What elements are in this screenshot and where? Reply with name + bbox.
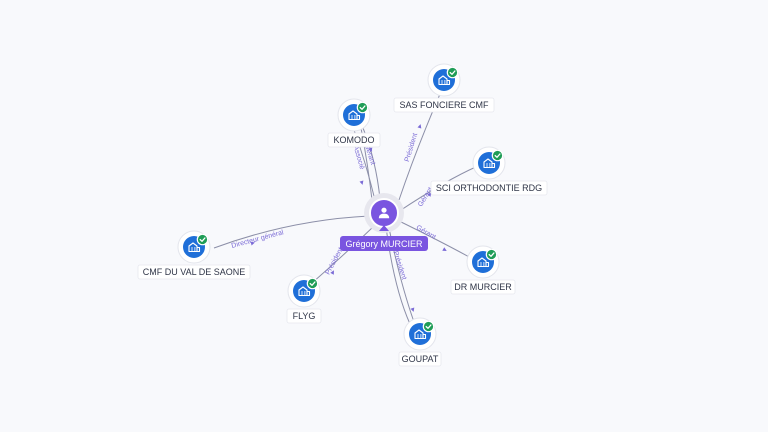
relation-edge-label: Président [325, 247, 345, 276]
relation-edge-arrow [427, 192, 432, 197]
verified-check-icon [422, 320, 435, 333]
verified-check-icon [196, 233, 209, 246]
building-icon [188, 242, 201, 253]
company-node-label-background [286, 308, 322, 324]
company-node-label-background [393, 97, 495, 113]
relation-edge-arrow [368, 147, 373, 152]
relation-edge-arrow [359, 180, 364, 185]
company-node-label: KOMODO [333, 135, 374, 145]
company-node-label-background [398, 351, 442, 367]
building-icon [414, 329, 427, 340]
company-node[interactable]: CMF DU VAL DE SAONE [137, 230, 251, 280]
relation-edge-line [396, 219, 472, 259]
building-icon [438, 75, 451, 86]
center-node[interactable]: Grégory MURCIER [340, 193, 428, 251]
relation-edge-label: Président [392, 250, 408, 280]
relation-edge-arrow [330, 270, 334, 275]
verified-check-icon [446, 66, 459, 79]
center-node-label-background [340, 236, 428, 251]
company-node[interactable]: DR MURCIER [450, 245, 516, 295]
company-node-label: GOUPAT [402, 354, 439, 364]
company-node[interactable]: SAS FONCIERE CMF [393, 63, 495, 113]
relation-edge-arrow [250, 241, 255, 246]
verified-check-icon [485, 248, 498, 261]
company-node[interactable]: GOUPAT [398, 317, 442, 367]
company-node-label: CMF DU VAL DE SAONE [143, 267, 246, 277]
person-icon [378, 207, 390, 219]
nodes-layer: SAS FONCIERE CMF KOMODO SCI ORTHODONTIE RD… [137, 63, 548, 367]
verified-check-icon [306, 277, 319, 290]
relation-edge-label: Président [404, 132, 419, 162]
center-node-label: Grégory MURCIER [345, 239, 423, 249]
company-node[interactable]: FLYG [286, 274, 322, 324]
building-icon [483, 158, 496, 169]
company-node-label: FLYG [293, 311, 316, 321]
building-icon [477, 257, 490, 268]
company-node[interactable]: KOMODO [327, 98, 381, 148]
verified-check-icon [356, 101, 369, 114]
relation-edge-line [213, 215, 370, 249]
relation-edge-arrow [410, 307, 415, 312]
company-node-label: SAS FONCIERE CMF [399, 100, 489, 110]
relation-edge-line [311, 225, 375, 284]
verified-check-icon [491, 149, 504, 162]
company-node-label-background [450, 279, 516, 295]
building-icon [298, 286, 311, 297]
building-icon [348, 110, 361, 121]
center-node-disc[interactable] [369, 198, 399, 228]
company-node-label: DR MURCIER [454, 282, 512, 292]
company-node-label-background [327, 132, 381, 148]
relation-edge[interactable]: Président [311, 225, 375, 284]
relation-edge-arrow [417, 124, 422, 129]
center-node-pointer [379, 225, 389, 231]
company-node-label-background [430, 180, 548, 196]
company-node[interactable]: SCI ORTHODONTIE RDG [430, 146, 548, 196]
company-node-label: SCI ORTHODONTIE RDG [436, 183, 542, 193]
company-node-label-background [137, 264, 251, 280]
relation-edge-arrow [442, 247, 447, 251]
